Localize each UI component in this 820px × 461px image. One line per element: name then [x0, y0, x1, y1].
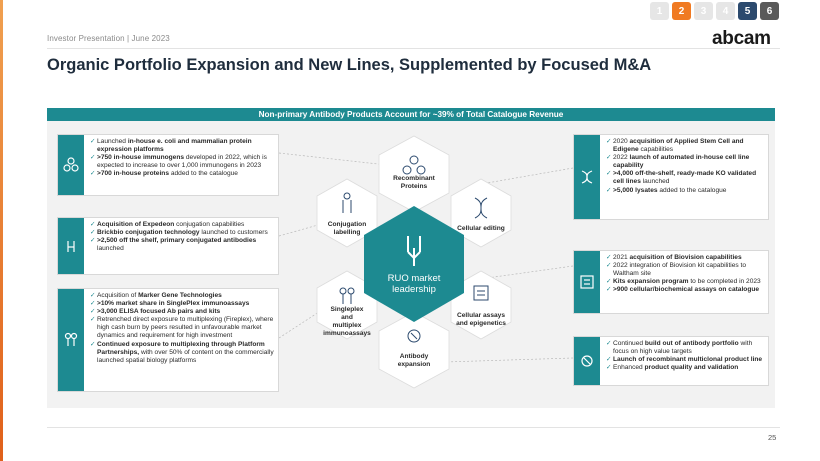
bullet-item: 2021 acquisition of Biovision capabiliti…	[606, 254, 765, 262]
connector-line-right1	[486, 167, 574, 184]
pager-item-3[interactable]: 3	[694, 2, 713, 20]
immunoassay-icon	[339, 287, 355, 304]
pager-item-1[interactable]: 1	[650, 2, 669, 20]
hex-diagram	[278, 135, 574, 389]
bullet-item: Enhanced product quality and validation	[606, 364, 765, 372]
box-cellular-editing: 2020 acquisition of Applied Stem Cell an…	[573, 134, 769, 220]
bullet-item: >700 in-house proteins added to the cata…	[90, 170, 275, 178]
bullet-item: Kits expansion program to be completed i…	[606, 278, 765, 286]
assay-box-icon	[574, 251, 600, 313]
bullet-item: >5,000 lysates added to the catalogue	[606, 187, 765, 195]
revenue-banner: Non-primary Antibody Products Account fo…	[47, 108, 775, 121]
list-right2: 2021 acquisition of Biovision capabiliti…	[606, 254, 765, 295]
box-conjugation: Acquisition of Expedeon conjugation capa…	[57, 217, 279, 275]
list-left1: Launched in-house e. coli and mammalian …	[90, 138, 275, 179]
bullet-item: 2022 integration of Biovision kit capabi…	[606, 262, 765, 278]
footer-divider	[47, 427, 780, 428]
hex-recombinant	[378, 135, 450, 213]
protein-box-icon	[58, 135, 84, 195]
bullet-item: Retrenched direct exposure to multiplexi…	[90, 316, 275, 340]
antibody-box-icon	[574, 337, 600, 385]
connector-line-right2	[486, 265, 574, 279]
bullet-item: Brickbio conjugation technology launched…	[90, 229, 275, 237]
antibody-icon	[407, 236, 421, 266]
immunoassay-box-icon	[58, 289, 84, 391]
dna-icon	[474, 197, 488, 219]
list-right1: 2020 acquisition of Applied Stem Cell an…	[606, 138, 765, 195]
bullet-item: Acquisition of Marker Gene Technologies	[90, 292, 275, 300]
bullet-item: 2022 launch of automated in-house cell l…	[606, 154, 765, 170]
conjugation-box-icon	[58, 218, 84, 274]
antibody-expansion-icon	[407, 329, 421, 343]
company-logo: abcam	[712, 28, 771, 49]
bullet-item: >900 cellular/biochemical assays on cata…	[606, 286, 765, 294]
hex-conjugation	[316, 178, 378, 248]
hex-label-cellular-editing: Cellular editing	[457, 225, 505, 232]
list-right3: Continued build out of antibody portfoli…	[606, 340, 765, 372]
page-title: Organic Portfolio Expansion and New Line…	[47, 56, 652, 74]
bullet-item: Launch of recombinant multiclonal produc…	[606, 356, 765, 364]
bullet-item: >750 in-house immunogens developed in 20…	[90, 154, 275, 170]
pager-item-2[interactable]: 2	[672, 2, 691, 20]
bullet-item: Continued build out of antibody portfoli…	[606, 340, 765, 356]
bullet-item: Acquisition of Expedeon conjugation capa…	[90, 221, 275, 229]
pager-item-6[interactable]: 6	[760, 2, 779, 20]
hex-antibody-expansion	[378, 311, 450, 389]
accent-bar	[0, 0, 3, 461]
box-antibody-expansion: Continued build out of antibody portfoli…	[573, 336, 769, 386]
bullet-item: >4,000 off-the-shelf, ready-made KO vali…	[606, 170, 765, 186]
protein-icon	[402, 155, 426, 175]
presentation-subtitle: Investor Presentation | June 2023	[47, 34, 170, 43]
dna-box-icon	[574, 135, 600, 219]
bullet-item: Launched in-house e. coli and mammalian …	[90, 138, 275, 154]
list-left2: Acquisition of Expedeon conjugation capa…	[90, 221, 275, 253]
hex-cellular-editing	[450, 178, 512, 248]
box-immunoassays: Acquisition of Marker Gene Technologies>…	[57, 288, 279, 392]
box-cellular-assays: 2021 acquisition of Biovision capabiliti…	[573, 250, 769, 314]
bullet-item: >10% market share in SinglePlex immunoas…	[90, 300, 275, 308]
list-left3: Acquisition of Marker Gene Technologies>…	[90, 292, 275, 365]
box-recombinant-proteins: Launched in-house e. coli and mammalian …	[57, 134, 279, 196]
bullet-item: Continued exposure to multiplexing throu…	[90, 341, 275, 365]
bullet-item: >3,000 ELISA focused Ab pairs and kits	[90, 308, 275, 316]
assay-plate-icon	[473, 285, 489, 301]
bullet-item: >2,500 off the shelf, primary conjugated…	[90, 237, 275, 253]
content-panel: Non-primary Antibody Products Account fo…	[47, 108, 775, 408]
pager-item-4[interactable]: 4	[716, 2, 735, 20]
pager-item-5[interactable]: 5	[738, 2, 757, 20]
header-divider	[47, 48, 780, 49]
bullet-item: 2020 acquisition of Applied Stem Cell an…	[606, 138, 765, 154]
page-number: 25	[768, 433, 777, 442]
conjugation-icon	[342, 192, 352, 213]
section-pager: 1 2 3 4 5 6	[650, 2, 779, 20]
